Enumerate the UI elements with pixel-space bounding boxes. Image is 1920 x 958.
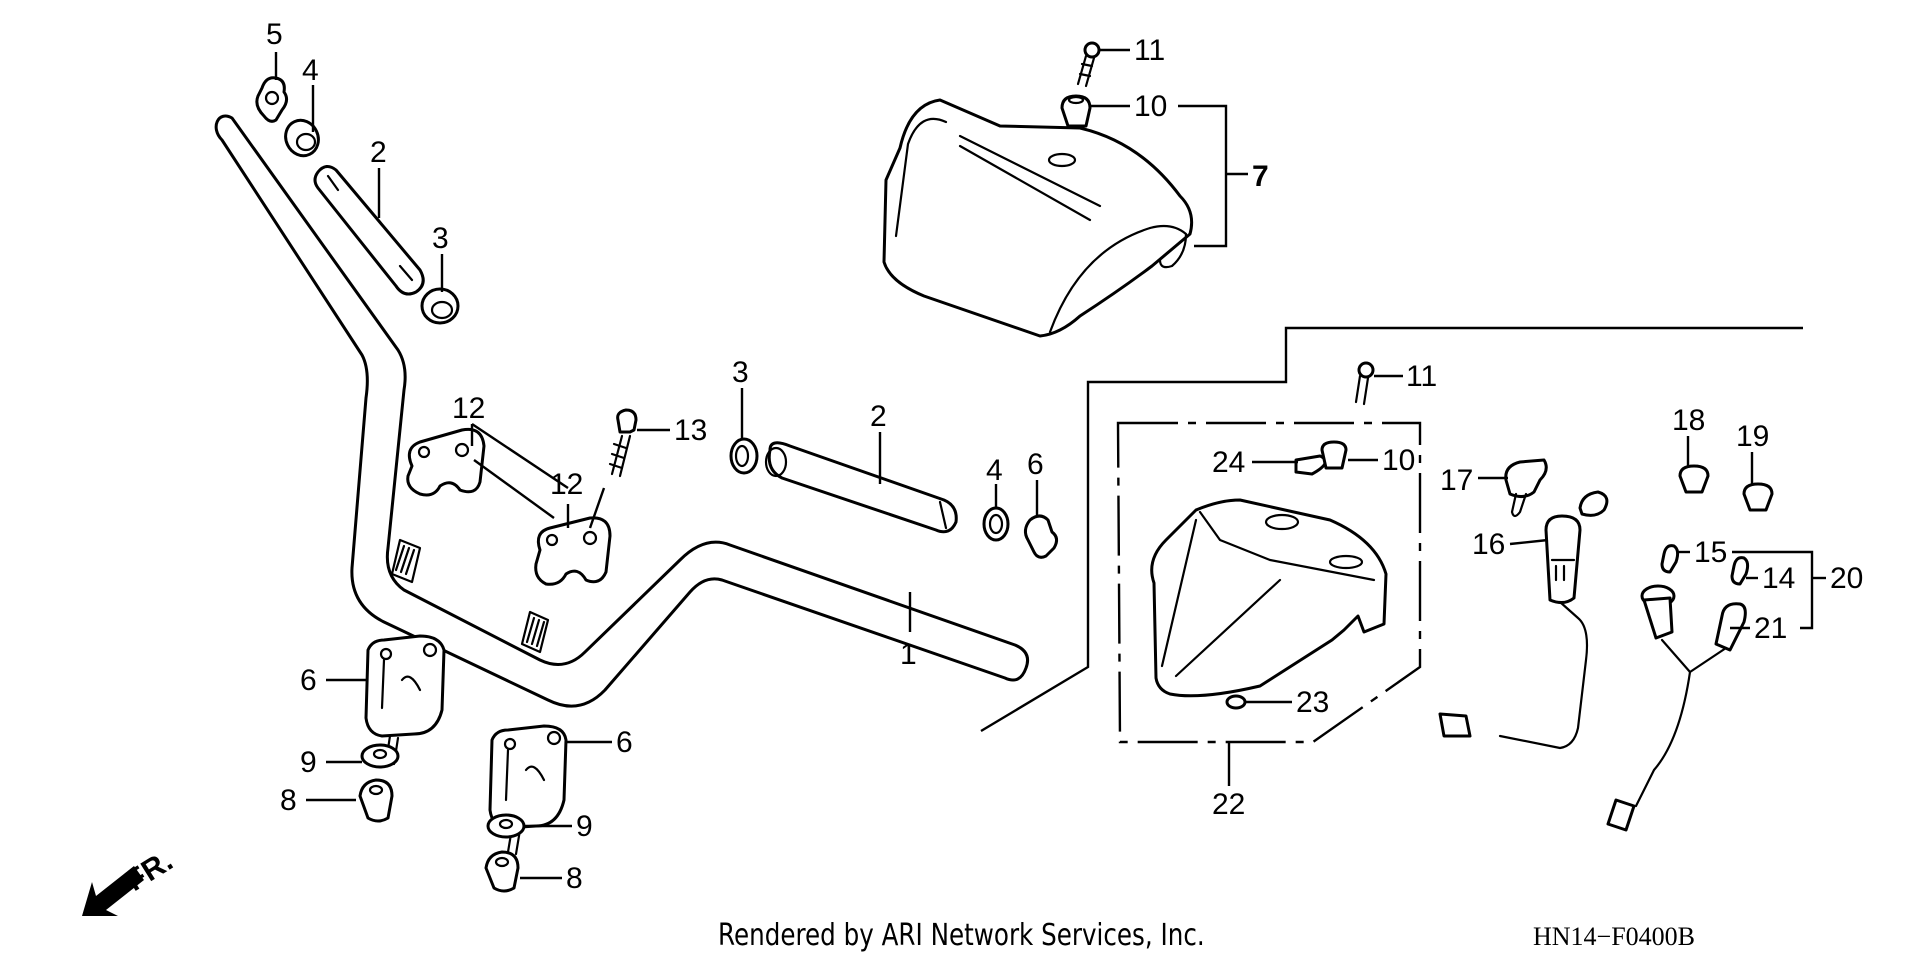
upper-holder-part-12-a[interactable] bbox=[406, 427, 486, 497]
callout-3-right[interactable]: 3 bbox=[732, 356, 749, 389]
weight-part-2-left[interactable] bbox=[313, 165, 425, 296]
nut-part-4-left[interactable] bbox=[280, 115, 324, 161]
meter-case-part-22[interactable] bbox=[1150, 498, 1388, 698]
callout-7[interactable]: 7 bbox=[1252, 160, 1269, 193]
collar-part-10-bottom[interactable] bbox=[1320, 440, 1348, 470]
knurl-band-center bbox=[520, 610, 550, 654]
callout-14[interactable]: 14 bbox=[1762, 562, 1795, 595]
callout-18[interactable]: 18 bbox=[1672, 404, 1705, 437]
footer-credit: Rendered by ARI Network Services, Inc. bbox=[718, 918, 1205, 953]
lower-holder-part-6-a[interactable] bbox=[364, 634, 446, 738]
bolt-part-13[interactable] bbox=[608, 408, 638, 478]
knurl-band-left bbox=[390, 538, 422, 584]
callout-6-b[interactable]: 6 bbox=[616, 726, 633, 759]
callout-6-a[interactable]: 6 bbox=[300, 664, 317, 697]
callout-2-right[interactable]: 2 bbox=[870, 400, 887, 433]
upper-holder-part-12-b[interactable] bbox=[534, 516, 612, 586]
callout-12-a[interactable]: 12 bbox=[452, 392, 485, 425]
callout-23[interactable]: 23 bbox=[1296, 686, 1329, 719]
callout-9-b[interactable]: 9 bbox=[576, 810, 593, 843]
callout-16[interactable]: 16 bbox=[1472, 528, 1505, 561]
callout-13[interactable]: 13 bbox=[674, 414, 707, 447]
grommet-part-18[interactable] bbox=[1678, 464, 1710, 494]
callout-8-b[interactable]: 8 bbox=[566, 862, 583, 895]
nut-part-3-right[interactable] bbox=[729, 437, 759, 475]
grommet-part-23[interactable] bbox=[1225, 694, 1247, 710]
nut-part-3-left[interactable] bbox=[420, 287, 460, 325]
nut-part-4-right[interactable] bbox=[982, 506, 1010, 542]
leader-lines bbox=[274, 48, 1826, 880]
callout-9-a[interactable]: 9 bbox=[300, 746, 317, 779]
callout-4-right[interactable]: 4 bbox=[986, 454, 1003, 487]
callout-22[interactable]: 22 bbox=[1212, 788, 1245, 821]
callout-8-a[interactable]: 8 bbox=[280, 784, 297, 817]
callout-15[interactable]: 15 bbox=[1694, 536, 1727, 569]
grommet-part-19[interactable] bbox=[1742, 482, 1774, 512]
callout-2-left[interactable]: 2 bbox=[370, 136, 387, 169]
callout-11-bottom[interactable]: 11 bbox=[1406, 360, 1437, 393]
screw-part-11-bottom[interactable] bbox=[1354, 361, 1375, 406]
clamp-part-5-right[interactable] bbox=[1023, 514, 1059, 559]
assembly-box-part-22 bbox=[1116, 421, 1422, 744]
nut-part-8-b[interactable] bbox=[484, 850, 520, 893]
key-part-17[interactable] bbox=[1504, 458, 1548, 518]
nut-part-8-a[interactable] bbox=[358, 778, 394, 823]
callout-24[interactable]: 24 bbox=[1212, 446, 1245, 479]
collar-part-10-top[interactable] bbox=[1060, 94, 1092, 128]
callout-19[interactable]: 19 bbox=[1736, 420, 1769, 453]
clamp-part-5-left[interactable] bbox=[255, 76, 289, 123]
bulb-part-15[interactable] bbox=[1660, 544, 1680, 574]
callout-21[interactable]: 21 bbox=[1754, 612, 1787, 645]
washer-part-9-b[interactable] bbox=[486, 813, 526, 839]
washer-part-9-a[interactable] bbox=[360, 743, 400, 769]
callout-5-left[interactable]: 5 bbox=[266, 18, 283, 51]
clip-part-24[interactable] bbox=[1294, 454, 1327, 476]
callout-10-bottom[interactable]: 10 bbox=[1382, 444, 1415, 477]
callout-labels: 5 4 2 3 3 2 4 6 1 12 12 13 6 9 8 6 9 8 1… bbox=[266, 18, 1863, 895]
callout-3-left[interactable]: 3 bbox=[432, 222, 449, 255]
indicator-harness-part-20[interactable] bbox=[1606, 584, 1747, 832]
lower-holder-part-6-b[interactable] bbox=[488, 724, 568, 830]
callout-10-top[interactable]: 10 bbox=[1134, 90, 1167, 123]
callout-4-left[interactable]: 4 bbox=[302, 54, 319, 87]
bulb-part-14[interactable] bbox=[1730, 556, 1750, 586]
callout-1[interactable]: 1 bbox=[900, 638, 917, 671]
handlebar-part-1[interactable] bbox=[214, 114, 1030, 708]
key-switch-part-16[interactable] bbox=[1438, 490, 1609, 750]
front-direction-arrow: FR. bbox=[82, 844, 179, 916]
screw-part-11-top[interactable] bbox=[1076, 41, 1101, 88]
callout-5-right[interactable]: 6 bbox=[1027, 448, 1044, 481]
weight-part-2-right[interactable] bbox=[764, 441, 958, 534]
section-divider-line bbox=[980, 326, 1803, 733]
handle-cover-part-7[interactable] bbox=[882, 98, 1194, 338]
diagram-code: HN14−F0400B bbox=[1533, 922, 1696, 951]
callout-17[interactable]: 17 bbox=[1440, 464, 1473, 497]
callout-20[interactable]: 20 bbox=[1830, 562, 1863, 595]
callout-11-top[interactable]: 11 bbox=[1134, 34, 1165, 67]
callout-12-b[interactable]: 12 bbox=[550, 468, 583, 501]
